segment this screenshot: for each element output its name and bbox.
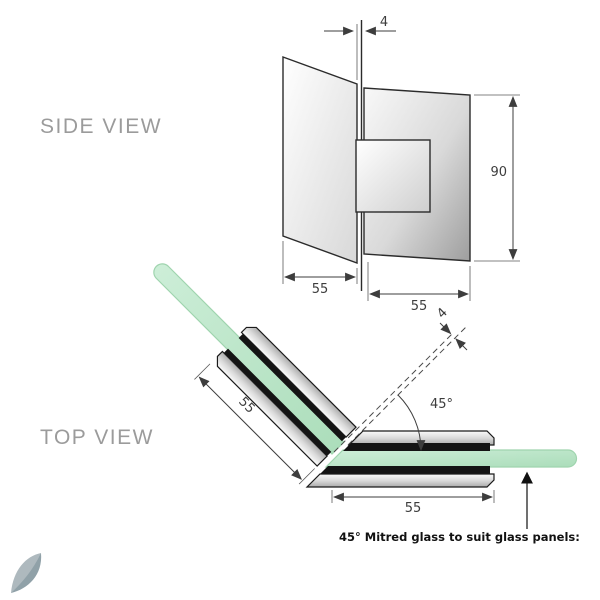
mitre-dashed-line-inner [333,333,453,453]
hinge-leaf-plate-top [347,430,495,446]
dim-side-glass-width-label: 55 [312,282,329,297]
dimension-line [439,322,452,335]
hinge-leaf-plate-bottom [305,473,495,488]
dim-side-height: 90 [474,94,520,262]
dim-top-angle: 45° [397,394,453,452]
side-glass-panel [282,55,358,265]
hinge-gasket-top [343,443,490,451]
hinge-gasket-bottom [320,466,490,474]
mitre-dashed-line-outer [347,324,469,446]
dimension-line [455,338,468,351]
watermark-shape-light [11,553,41,593]
dim-top-angle-label: 45° [430,397,453,412]
watermark-shape-dark [11,553,42,593]
extension-line [298,468,315,485]
diagonal-hinge-leaf [194,326,357,485]
dim-top-gap-label: 4 [434,305,450,321]
dim-side-plate-width-label: 55 [411,299,428,314]
annotation: 45° Mitred glass to suit glass panels: [339,471,580,544]
dim-top-gap: 4 [434,305,468,351]
dim-side-glass-width: 55 [282,241,358,297]
dimension-line [198,376,303,480]
extension-line [194,363,211,380]
dim-top-right-leaf: 55 [331,490,495,516]
top-view: TOP VIEW 55 4 [40,263,580,544]
dim-side-plate-width: 55 [367,262,471,314]
annotation-text: 45° Mitred glass to suit glass panels: [339,530,580,544]
dim-top-right-leaf-label: 55 [405,501,422,516]
angle-arc [397,394,426,452]
dim-side-height-label: 90 [490,165,507,180]
side-hinge-knuckle [355,139,431,213]
side-view: SIDE VIEW 4 90 55 [40,15,520,314]
brand-logo-watermark-icon [11,553,42,593]
dim-side-gap-label: 4 [380,15,388,30]
glass-panel-horizontal [324,449,578,468]
top-view-label: TOP VIEW [40,426,154,449]
side-view-label: SIDE VIEW [40,115,162,138]
dim-side-gap: 4 [324,15,396,80]
